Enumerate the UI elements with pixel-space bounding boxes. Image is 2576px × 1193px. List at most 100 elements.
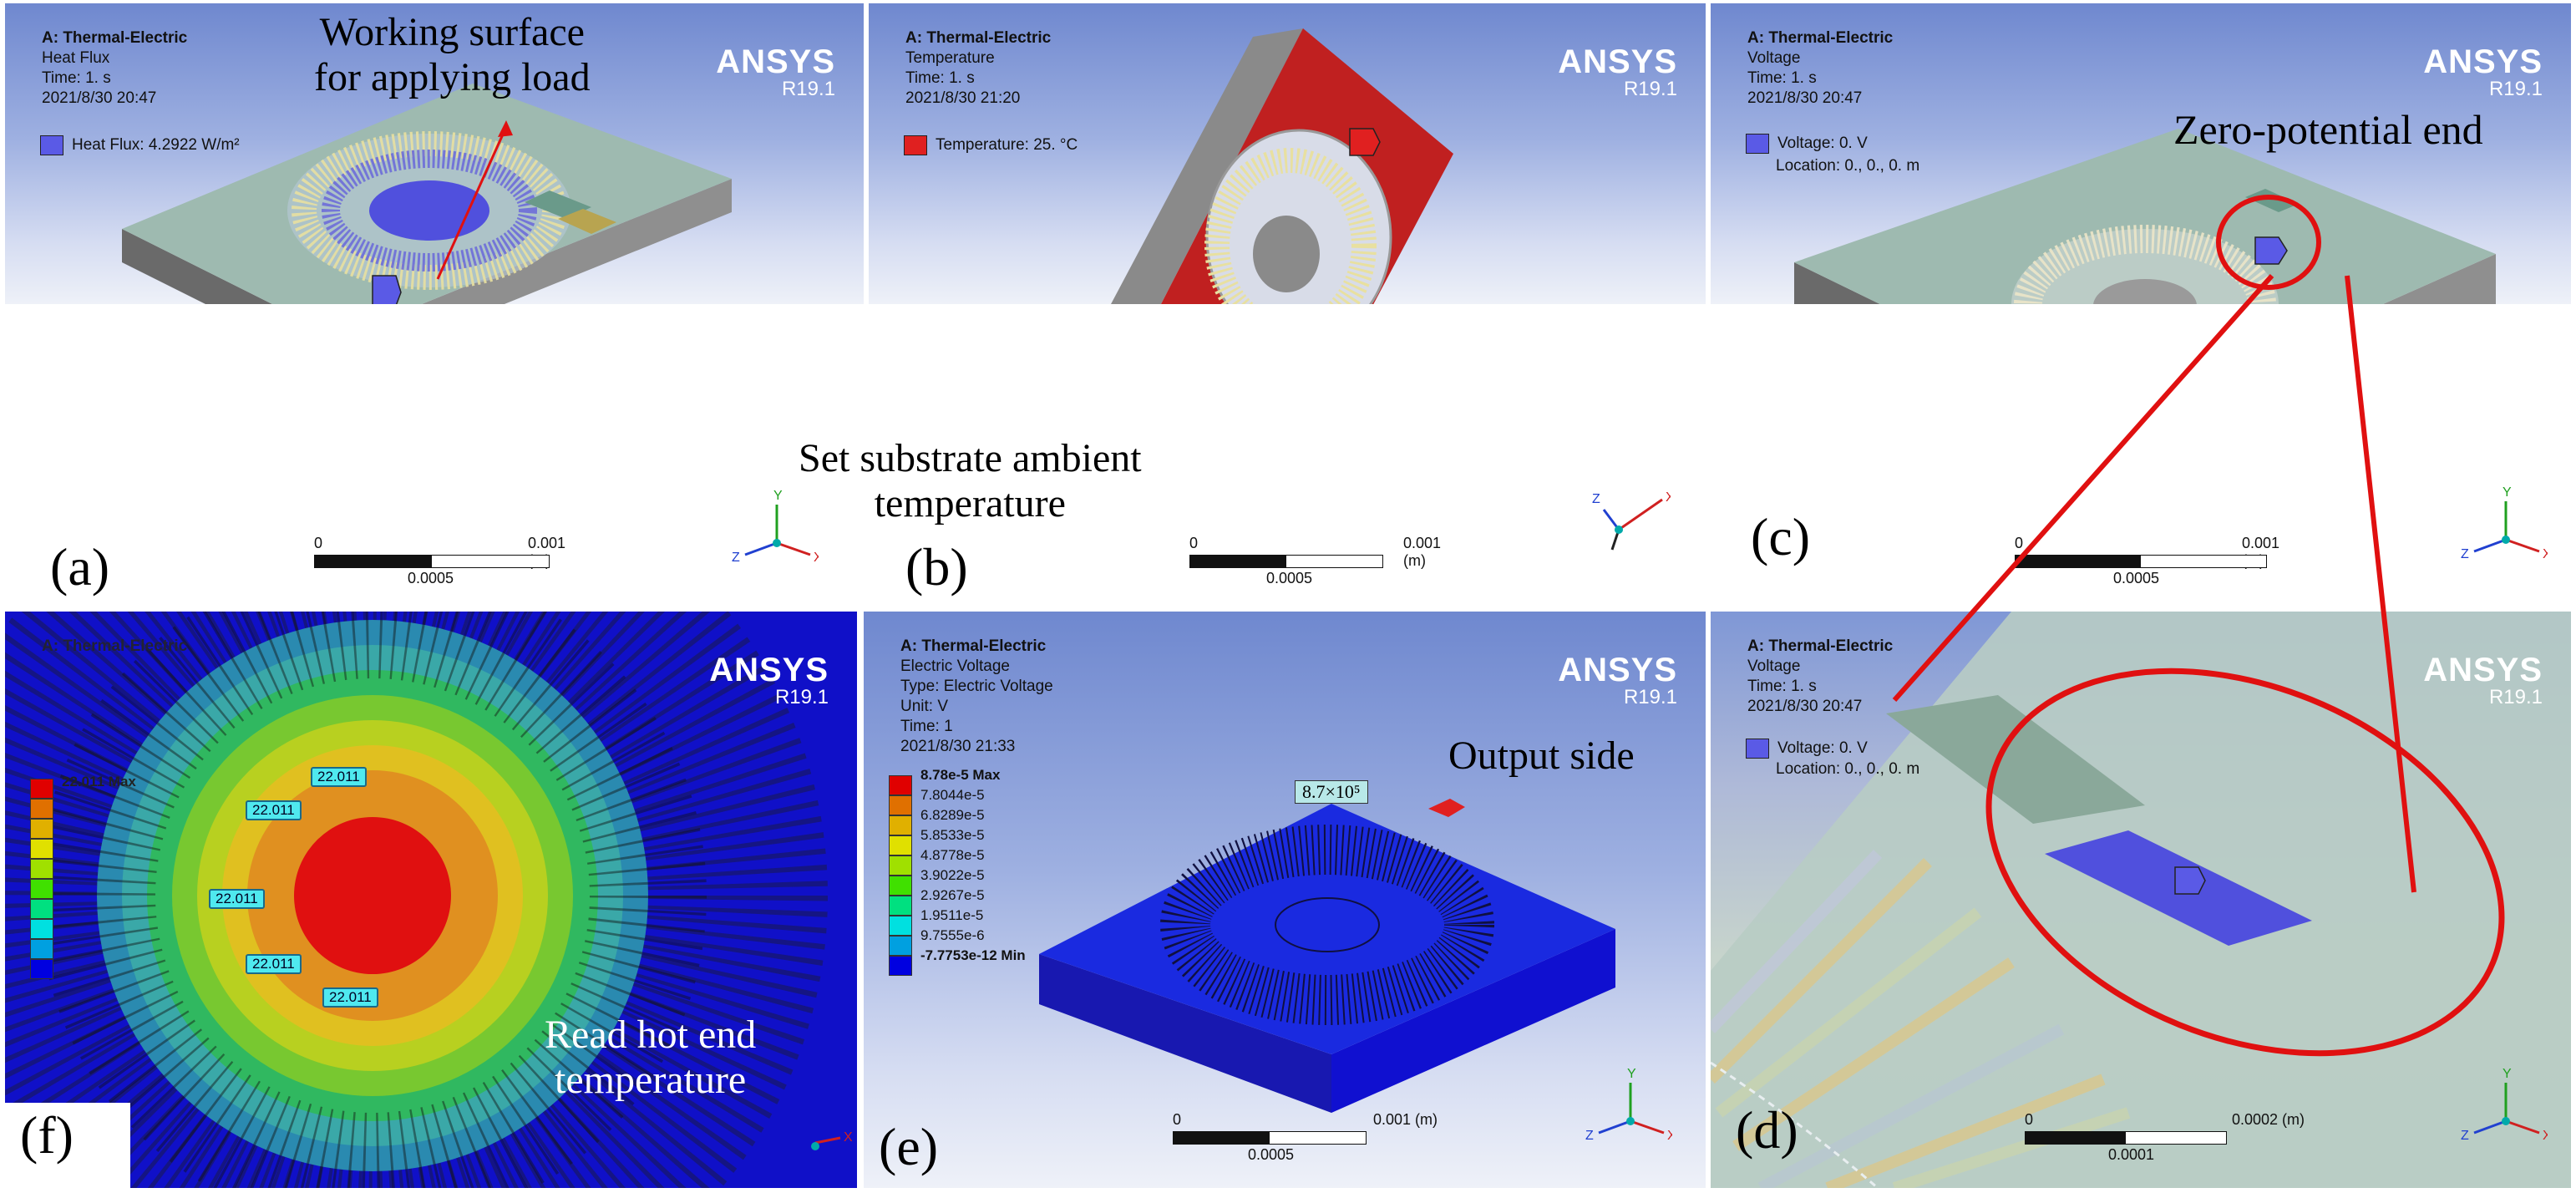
scale-bar-a: 0 0.001 (m) 0.0005 bbox=[314, 535, 565, 586]
annotation-line-2: temperature bbox=[555, 1058, 747, 1102]
probe-label: 22.011 bbox=[322, 987, 378, 1008]
panel-f: A: Thermal-Electric 22.011 Max 22.011 22… bbox=[5, 612, 857, 1188]
electrode-pad-2 bbox=[558, 209, 616, 234]
legend-swatch bbox=[40, 135, 63, 155]
result-type: Electric Voltage bbox=[900, 657, 1010, 675]
date-text: 2021/8/30 20:47 bbox=[1747, 89, 1863, 107]
electrode-pad bbox=[525, 190, 591, 219]
colorbar-label: 2.9267e-5 bbox=[920, 887, 985, 903]
thermopile-ring bbox=[287, 131, 571, 290]
colorbar-label: 6.8289e-5 bbox=[920, 807, 985, 823]
ansys-version: R19.1 bbox=[774, 686, 829, 708]
location-text: Location: 0., 0., 0. m bbox=[1776, 157, 1920, 175]
ansys-logo: ANSYS R19.1 bbox=[1558, 653, 1677, 708]
legend-text: Voltage: 0. V bbox=[1777, 135, 1868, 152]
info-block-f: A: Thermal-Electric bbox=[42, 637, 187, 657]
load-surface[interactable] bbox=[369, 180, 489, 241]
scale-mid: 0.0005 bbox=[2113, 570, 2160, 586]
scale-bar-c: 0 0.001 (m) 0.0005 bbox=[2015, 535, 2282, 586]
analysis-title: A: Thermal-Electric bbox=[1747, 637, 1894, 655]
axis-triad-f: X bbox=[811, 1130, 853, 1150]
output-electrode bbox=[1428, 799, 1465, 817]
voltage-marker bbox=[2254, 236, 2288, 265]
temperature-marker bbox=[1349, 128, 1381, 156]
colorbar-label: 5.8533e-5 bbox=[920, 827, 985, 843]
time-text: Time: 1. s bbox=[42, 69, 111, 87]
ansys-logo: ANSYS R19.1 bbox=[709, 653, 829, 708]
probe-value: 8.7×10⁵ bbox=[1295, 780, 1368, 804]
legend-text: Temperature: 25. °C bbox=[936, 136, 1078, 154]
scale-graphic bbox=[1189, 555, 1383, 568]
probe-label: 22.011 bbox=[246, 954, 302, 974]
scale-min: 0 bbox=[2025, 1111, 2034, 1128]
panel-label-e: (e) bbox=[879, 1117, 939, 1176]
svg-text:X: X bbox=[2543, 1129, 2548, 1143]
panel-label-b: (b) bbox=[905, 537, 968, 596]
analysis-title: A: Thermal-Electric bbox=[42, 637, 188, 655]
legend-text: Heat Flux: 4.2922 W/m² bbox=[72, 136, 240, 154]
svg-text:Y: Y bbox=[773, 489, 783, 503]
analysis-title: A: Thermal-Electric bbox=[42, 29, 188, 47]
annotation-substrate: Set substrate ambient temperature bbox=[799, 436, 1142, 526]
result-type: Voltage bbox=[1747, 657, 1801, 675]
date-text: 2021/8/30 20:47 bbox=[42, 89, 157, 107]
scale-max: 0.0002 (m) bbox=[2232, 1111, 2305, 1128]
temperature-contour-view[interactable] bbox=[5, 612, 857, 1188]
scale-mid: 0.0005 bbox=[408, 570, 454, 586]
ansys-logo: ANSYS R19.1 bbox=[1558, 45, 1677, 100]
panel-e: A: Thermal-Electric Electric Voltage Typ… bbox=[864, 612, 1706, 1188]
model-view-b[interactable] bbox=[869, 3, 1706, 304]
svg-text:Z: Z bbox=[1585, 1129, 1594, 1143]
model-view-a[interactable] bbox=[5, 3, 864, 304]
svg-text:Z: Z bbox=[732, 551, 740, 565]
colorbar-label: 4.8778e-5 bbox=[920, 847, 985, 863]
voltage-marker bbox=[2174, 866, 2206, 895]
svg-text:Z: Z bbox=[2461, 547, 2469, 561]
ansys-brand: ANSYS bbox=[709, 652, 829, 688]
probe-label: 22.011 bbox=[246, 800, 302, 820]
legend-swatch bbox=[1746, 739, 1769, 759]
colorbar-labels-e: 8.78e-5 Max 7.8044e-5 6.8289e-5 5.8533e-… bbox=[920, 765, 1026, 966]
ansys-brand: ANSYS bbox=[2423, 652, 2543, 688]
panel-label-a: (a) bbox=[50, 537, 110, 596]
panel-label-f: (f) bbox=[20, 1105, 74, 1165]
axis-triad-a: Y X Z bbox=[732, 489, 819, 565]
axis-triad-e: Y X Z bbox=[1585, 1067, 1672, 1143]
annotation-arrow bbox=[436, 126, 508, 280]
ansys-brand: ANSYS bbox=[1558, 43, 1677, 80]
scale-graphic bbox=[2015, 555, 2267, 568]
unit-text: Unit: V bbox=[900, 698, 949, 715]
annotation-hot-end: Read hot end temperature bbox=[545, 1013, 756, 1103]
svg-text:Z: Z bbox=[2461, 1129, 2469, 1143]
legend-b: Temperature: 25. °C bbox=[904, 135, 1078, 155]
svg-text:Z: Z bbox=[1592, 492, 1600, 506]
panel-c: A: Thermal-Electric Voltage Time: 1. s 2… bbox=[1711, 3, 2571, 304]
panel-d: A: Thermal-Electric Voltage Time: 1. s 2… bbox=[1711, 612, 2571, 1188]
panel-b: A: Thermal-Electric Temperature Time: 1.… bbox=[869, 3, 1706, 304]
ansys-brand: ANSYS bbox=[2423, 43, 2543, 80]
scale-bar-d: 0 0.0002 (m) 0.0001 bbox=[2025, 1111, 2325, 1163]
colorbar-label: 8.78e-5 Max bbox=[920, 767, 1001, 783]
annotation-line-2: for applying load bbox=[314, 55, 591, 99]
legend-a: Heat Flux: 4.2922 W/m² bbox=[40, 135, 240, 155]
model-view-c[interactable] bbox=[1711, 3, 2571, 304]
colorbar-e bbox=[889, 775, 912, 976]
annotation-line-1: Set substrate ambient bbox=[799, 436, 1142, 480]
ansys-logo: ANSYS R19.1 bbox=[2423, 653, 2543, 708]
info-block-a: A: Thermal-Electric Heat Flux Time: 1. s… bbox=[42, 28, 187, 109]
colorbar-label: -7.7753e-12 Min bbox=[920, 947, 1026, 963]
ansys-version: R19.1 bbox=[1623, 686, 1677, 708]
model-view-e[interactable] bbox=[864, 612, 1706, 1188]
location-text: Location: 0., 0., 0. m bbox=[1776, 760, 1920, 778]
ansys-logo: ANSYS R19.1 bbox=[2423, 45, 2543, 100]
scale-bar-b: 0 0.001 (m) 0.0005 bbox=[1189, 535, 1441, 586]
analysis-title: A: Thermal-Electric bbox=[1747, 29, 1894, 47]
svg-text:X: X bbox=[814, 551, 819, 565]
thermocouple-legs bbox=[1711, 850, 2131, 1188]
annotation-zero-potential: Zero-potential end bbox=[2173, 106, 2483, 153]
annotation-line-1: Working surface bbox=[319, 10, 585, 54]
scale-mid: 0.0005 bbox=[1248, 1146, 1295, 1163]
colorbar-f bbox=[30, 779, 53, 979]
svg-text:Y: Y bbox=[2502, 485, 2512, 500]
svg-text:X: X bbox=[2543, 547, 2548, 561]
